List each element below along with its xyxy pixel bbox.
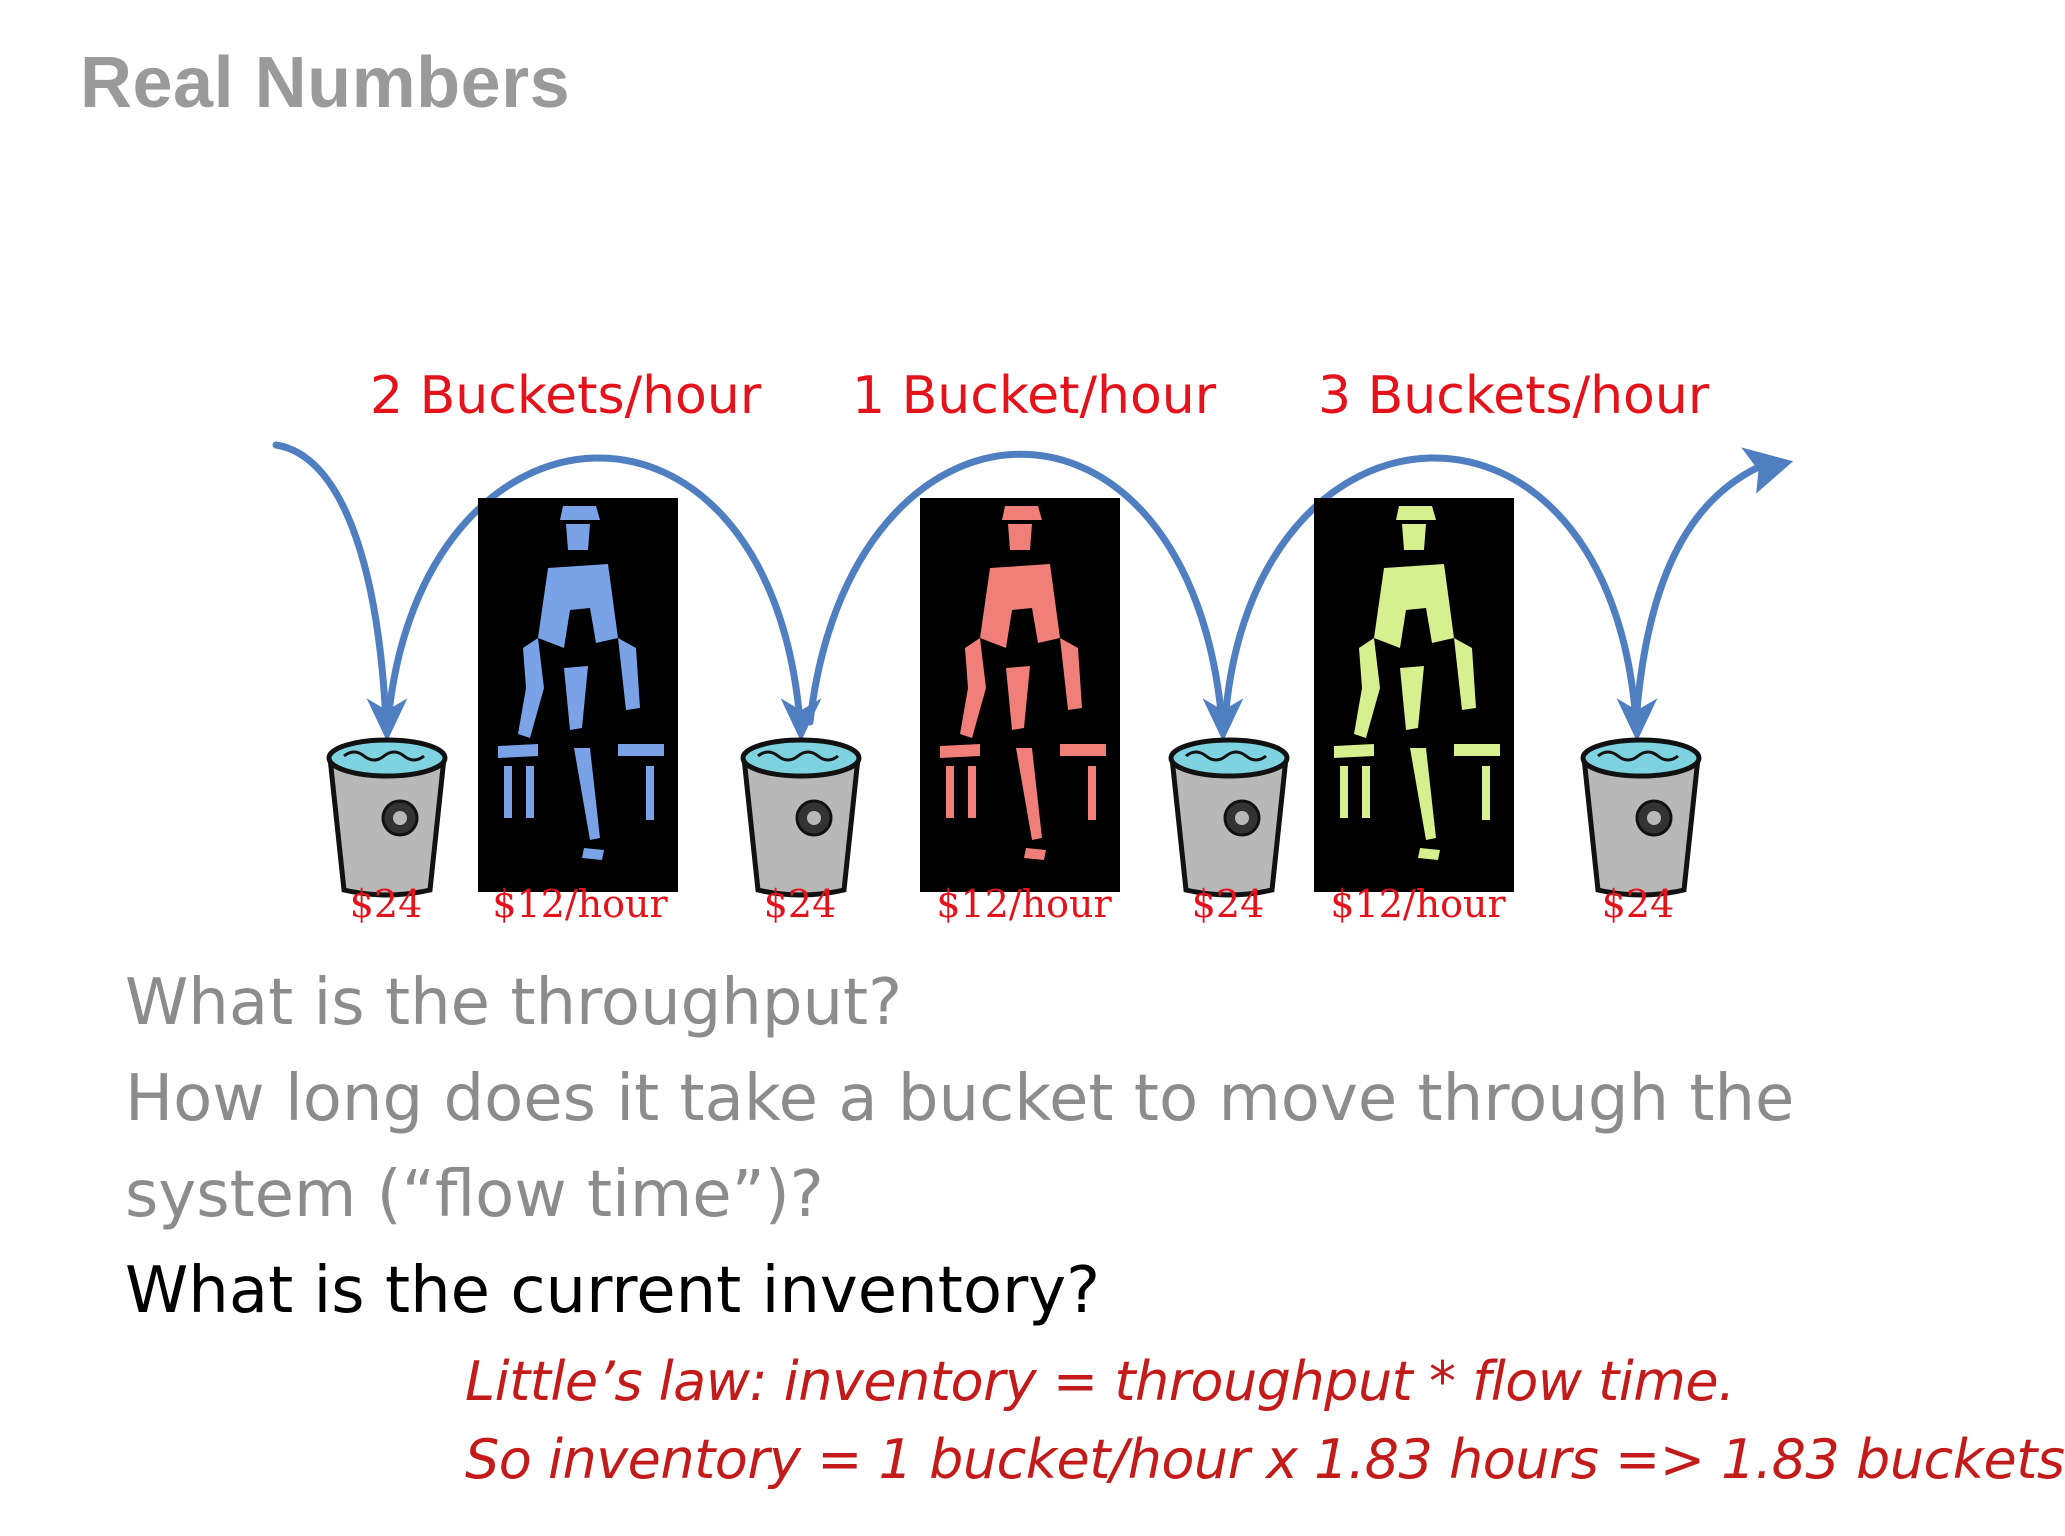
- worker-3-figure: [1334, 506, 1500, 860]
- worker-1-image: [478, 498, 678, 892]
- worker-2-image: [920, 498, 1120, 892]
- arrowhead-1: [366, 698, 408, 742]
- flow-arrow-1: [384, 454, 804, 726]
- flow-arrow-2: [806, 450, 1226, 726]
- slide-title: Real Numbers: [80, 43, 571, 123]
- worker-2-figure: [940, 506, 1106, 860]
- flow-arrow-out: [1632, 458, 1774, 726]
- bucket-1: [322, 730, 452, 900]
- worker-1-figure: [498, 506, 664, 860]
- bucket-2: [736, 730, 866, 900]
- rate-label-stage-1: 2 Buckets/hour: [370, 366, 762, 426]
- rate-label-stage-2: 1 Bucket/hour: [852, 366, 1217, 426]
- worker-1-wage: $12/hour: [492, 882, 668, 926]
- annotation-littles-law: Little’s law: inventory = throughput * f…: [465, 1350, 1735, 1413]
- question-flow-time-line-1: How long does it take a bucket to move t…: [125, 1062, 1795, 1136]
- worker-3-wage: $12/hour: [1330, 882, 1506, 926]
- question-throughput: What is the throughput?: [125, 966, 903, 1040]
- bucket-3-price: $24: [1191, 882, 1265, 926]
- flow-arrow-3: [1221, 454, 1640, 726]
- bucket-1-price: $24: [349, 882, 423, 926]
- bucket-2-price: $24: [763, 882, 837, 926]
- bucket-icon: [326, 737, 448, 898]
- question-inventory: What is the current inventory?: [125, 1254, 1101, 1328]
- bucket-4: [1576, 730, 1706, 900]
- rate-label-stage-3: 3 Buckets/hour: [1318, 366, 1710, 426]
- arrowhead-out: [1741, 447, 1794, 494]
- bucket-3: [1164, 730, 1294, 900]
- bucket-icon: [1580, 737, 1702, 898]
- worker-2-wage: $12/hour: [936, 882, 1112, 926]
- bucket-icon: [740, 737, 862, 898]
- worker-3-image: [1314, 498, 1514, 892]
- arrowhead-3: [1202, 698, 1244, 742]
- flow-arrow-in: [272, 441, 390, 726]
- question-flow-time-line-2: system (“flow time”)?: [125, 1158, 824, 1232]
- arrowhead-4: [1616, 698, 1658, 742]
- arrowhead-2: [780, 698, 822, 742]
- bucket-4-price: $24: [1601, 882, 1675, 926]
- bucket-icon: [1168, 737, 1290, 898]
- annotation-inventory-answer: So inventory = 1 bucket/hour x 1.83 hour…: [465, 1428, 2065, 1491]
